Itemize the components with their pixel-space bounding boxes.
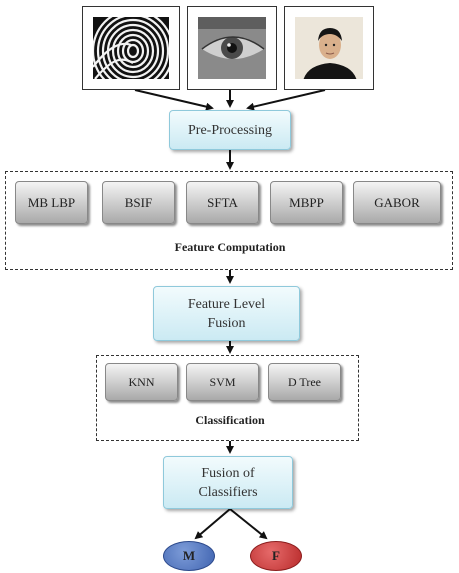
feature-method-sfta: SFTA <box>186 181 259 224</box>
feature-method-label: MBPP <box>289 195 324 211</box>
feature-computation-label: Feature Computation <box>130 240 330 255</box>
iris-image <box>187 6 277 90</box>
feature-method-label: BSIF <box>125 195 152 211</box>
fingerprint-image <box>82 6 180 90</box>
arrow-face-to-preprocessing <box>248 90 325 108</box>
preprocessing-box: Pre-Processing <box>169 110 291 150</box>
eye-icon <box>198 17 266 79</box>
classifier-dtree: D Tree <box>268 363 341 401</box>
feature-method-mbpp: MBPP <box>270 181 343 224</box>
output-female-label: F <box>272 548 280 564</box>
classifier-label: SVM <box>209 375 235 390</box>
output-male-label: M <box>183 548 195 564</box>
feature-method-bsif: BSIF <box>102 181 175 224</box>
feature-level-fusion-box: Feature Level Fusion <box>153 286 300 341</box>
classifier-label: KNN <box>129 375 155 390</box>
output-female: F <box>250 541 302 571</box>
arrow-fusion-to-m <box>196 509 230 538</box>
classifier-knn: KNN <box>105 363 178 401</box>
fingerprint-icon <box>93 17 169 79</box>
classifier-label: D Tree <box>288 375 321 390</box>
preprocessing-label: Pre-Processing <box>188 121 272 140</box>
face-image <box>284 6 374 90</box>
feature-method-gabor: GABOR <box>353 181 441 224</box>
face-icon <box>295 17 363 79</box>
feature-method-label: GABOR <box>374 195 420 211</box>
feature-method-mb-lbp: MB LBP <box>15 181 88 224</box>
classifier-fusion-line1: Fusion of <box>201 464 254 483</box>
feature-fusion-line1: Feature Level <box>188 295 265 314</box>
feature-method-label: SFTA <box>207 195 238 211</box>
output-male: M <box>163 541 215 571</box>
classifier-fusion-box: Fusion of Classifiers <box>163 456 293 509</box>
classifier-svm: SVM <box>186 363 259 401</box>
feature-fusion-line2: Fusion <box>207 314 245 333</box>
arrow-fusion-to-f <box>230 509 266 538</box>
feature-method-label: MB LBP <box>28 195 75 211</box>
classification-label: Classification <box>130 413 330 428</box>
arrow-fingerprint-to-preprocessing <box>135 90 212 108</box>
classifier-fusion-line2: Classifiers <box>198 483 257 502</box>
